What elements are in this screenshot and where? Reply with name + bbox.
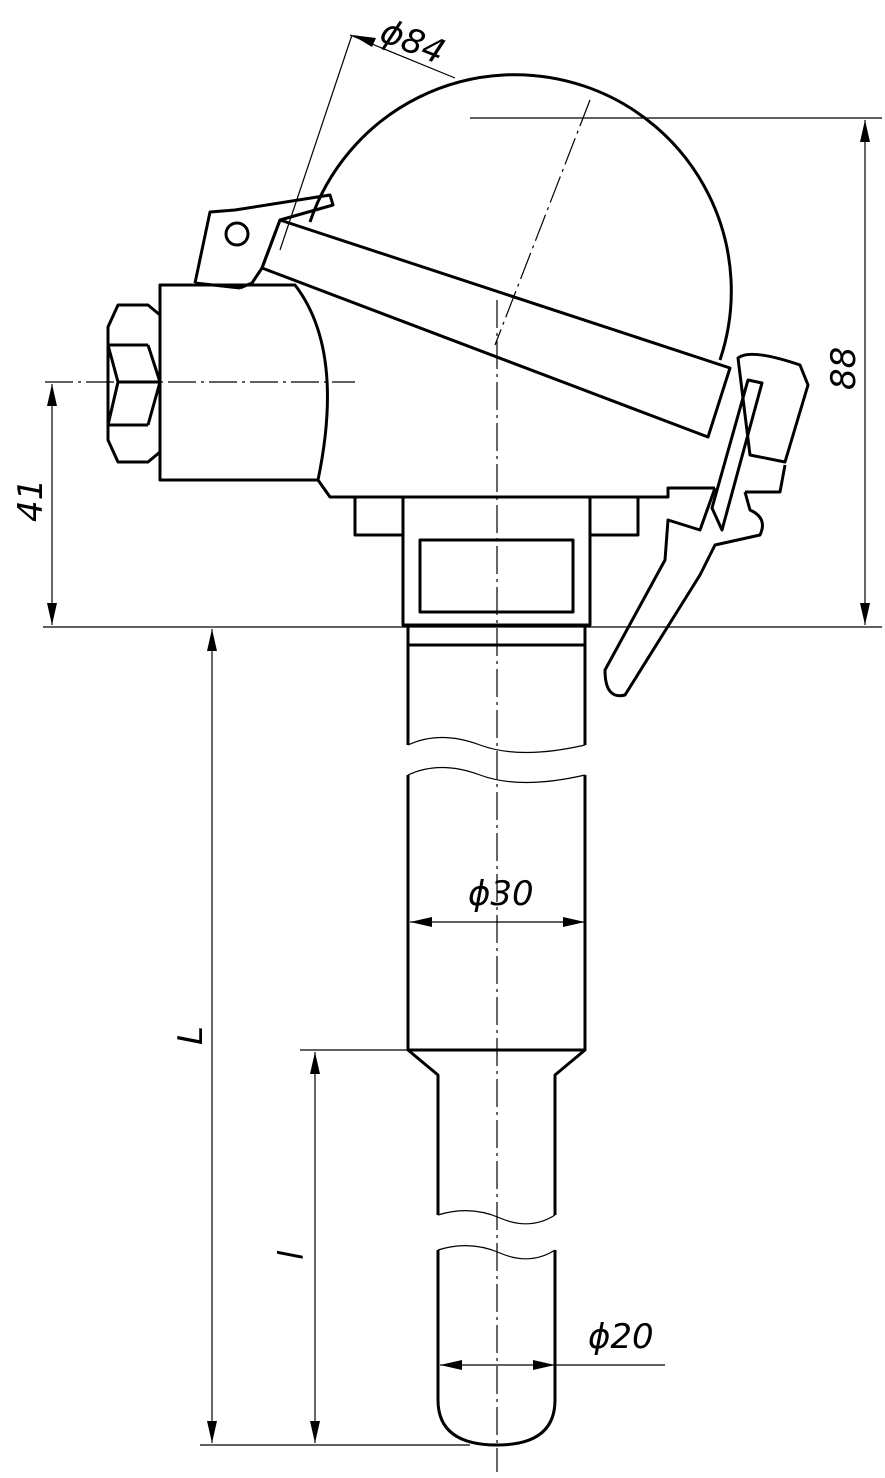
head-dome [308,73,733,361]
lid-hinge [193,193,335,290]
dim-total-length: L [171,1026,211,1045]
break-line [407,736,586,784]
head-lid [260,218,732,439]
lock-screw [710,352,810,532]
dim-tip-diameter: ϕ20 [588,1317,654,1357]
cable-gland-body [158,283,329,482]
probe-tip [436,1250,557,1447]
connection-head [106,73,810,698]
dim-tube-diameter: ϕ30 [468,874,534,914]
dim-head-diameter: ϕ84 [375,11,451,73]
clamp-lever [603,487,764,698]
break-line-tip [437,1210,556,1260]
probe [406,623,587,1447]
head-base [316,464,787,499]
protective-tube-upper [406,645,587,745]
hinge-pin [224,221,250,247]
dim-tip-length: l [272,1250,312,1260]
hex-nut [106,303,162,464]
dim-nut-axis-height: 41 [11,479,51,522]
dim-head-height: 88 [824,347,864,390]
dimension-lines [43,34,882,1446]
centerlines [45,99,591,1472]
